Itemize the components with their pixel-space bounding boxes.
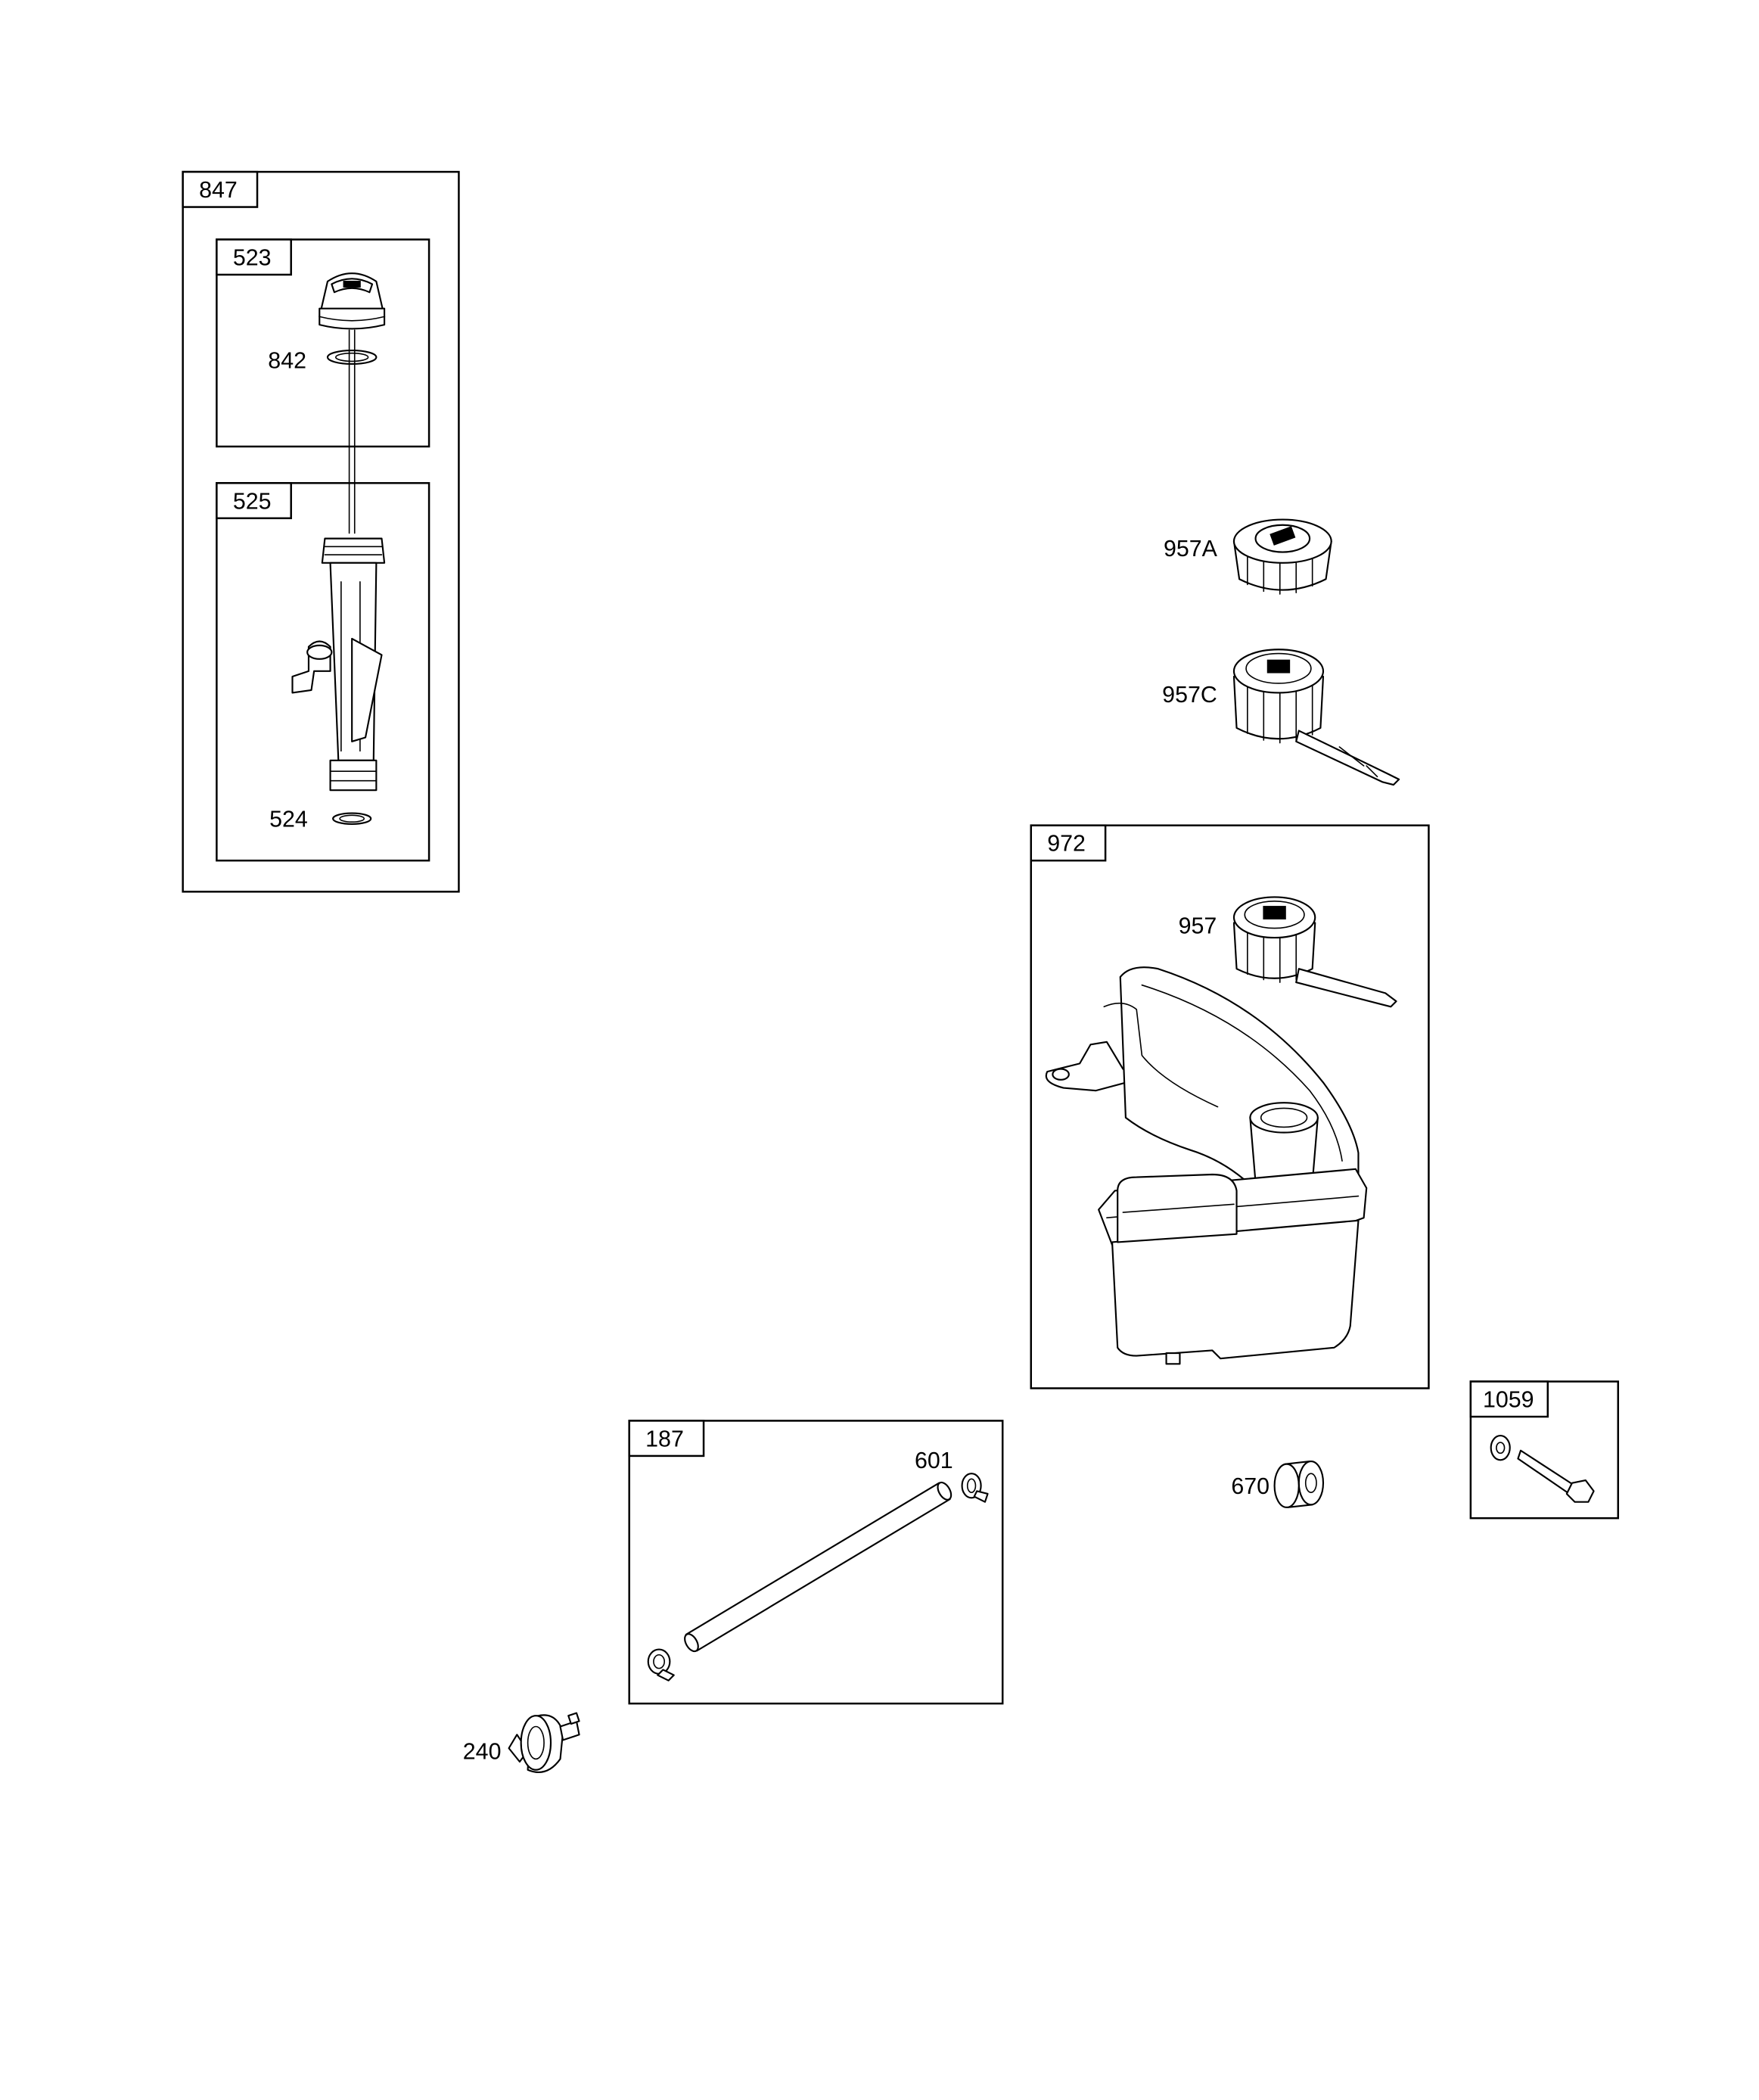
spacer-670-part (1273, 1460, 1325, 1508)
fuel-cap-957-part (1232, 896, 1397, 1008)
group-525-label: 525 (233, 488, 272, 514)
group-187: 187 (628, 1420, 1004, 1705)
hose-clamp-601-part (961, 1473, 989, 1503)
group-1059-label: 1059 (1483, 1387, 1534, 1413)
callout-240: 240 (463, 1738, 502, 1764)
callout-524: 524 (269, 806, 308, 832)
dipstick-tube-part (291, 537, 386, 792)
group-1059: 1059 (1469, 1380, 1620, 1520)
hose-clamp-lower-part (647, 1648, 675, 1682)
group-523-label: 523 (233, 244, 272, 270)
callout-842: 842 (268, 347, 306, 373)
group-525: 525 (216, 482, 430, 862)
fuel-cap-957A-part (1232, 518, 1332, 595)
group-523: 523 (216, 238, 430, 448)
callout-957: 957 (1179, 913, 1217, 939)
group-187-label: 187 (645, 1426, 684, 1451)
fuel-filter-240-part (508, 1712, 580, 1773)
dipstick-rod-part (348, 329, 356, 534)
group-972: 972 (1030, 824, 1430, 1389)
callout-957C: 957C (1162, 682, 1217, 708)
fuel-tank-part (1045, 966, 1368, 1365)
callout-957A: 957A (1164, 536, 1218, 562)
group-847-label: 847 (199, 177, 238, 203)
o-ring-842-part (326, 350, 378, 366)
group-847: 847 (182, 170, 460, 893)
fuel-cap-957C-part (1232, 649, 1400, 786)
callout-601: 601 (915, 1448, 953, 1473)
callout-670: 670 (1231, 1473, 1270, 1499)
group-972-label: 972 (1047, 831, 1086, 857)
dipstick-cap-part (319, 272, 386, 330)
bolt-washer-part (1490, 1435, 1595, 1503)
fuel-line-part (684, 1481, 953, 1653)
